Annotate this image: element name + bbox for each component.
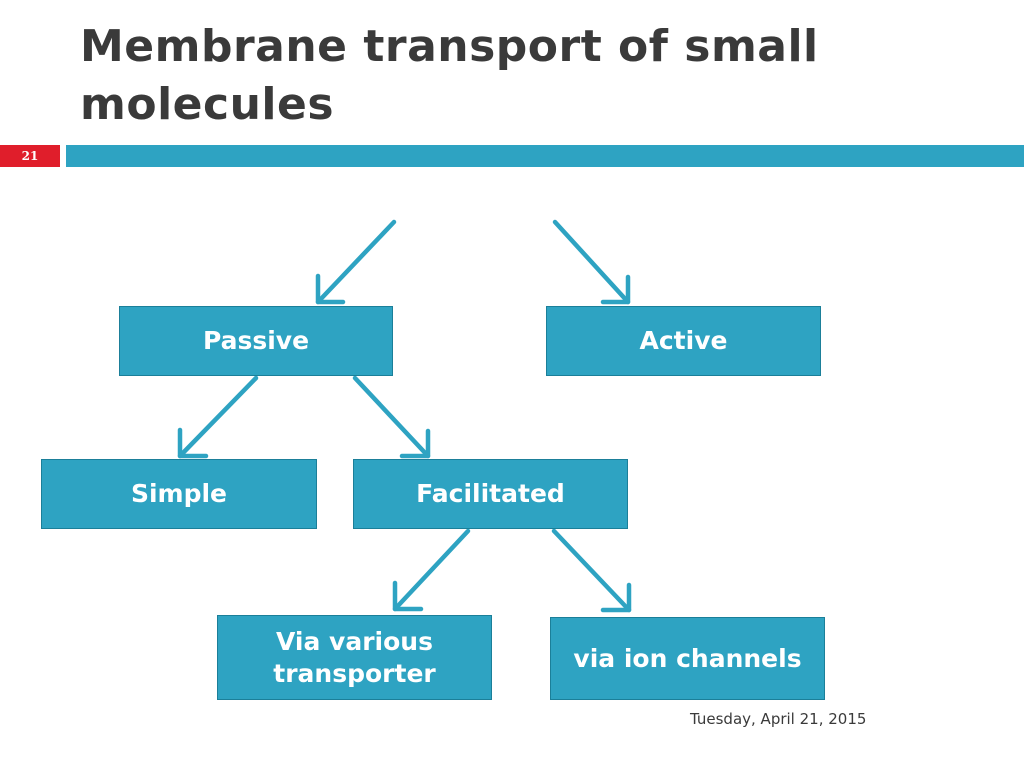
node-facilitated-label: Facilitated xyxy=(416,479,565,508)
node-ion-channels: via ion channels xyxy=(550,617,825,700)
arrow-to-passive xyxy=(315,219,397,305)
title-underline-bar xyxy=(66,145,1024,167)
node-passive: Passive xyxy=(119,306,393,376)
arrow-to-transporter xyxy=(392,528,471,612)
arrow-to-simple xyxy=(177,375,259,459)
node-simple: Simple xyxy=(41,459,317,529)
node-via-transporter-label: Via various transporter xyxy=(273,626,436,688)
node-active-label: Active xyxy=(639,326,728,355)
node-facilitated: Facilitated xyxy=(353,459,628,529)
slide-title: Membrane transport of small molecules xyxy=(80,21,819,130)
node-simple-label: Simple xyxy=(130,479,228,508)
slide-number-badge: 21 xyxy=(0,145,60,167)
node-ion-channels-label: via ion channels xyxy=(573,643,802,673)
node-passive-label: Passive xyxy=(202,326,310,355)
node-via-transporter: Via various transporter xyxy=(217,615,492,700)
slide-date: Tuesday, April 21, 2015 xyxy=(690,710,867,728)
arrow-to-ion-channels xyxy=(551,528,632,613)
node-active: Active xyxy=(546,306,821,376)
arrow-to-active xyxy=(552,219,631,305)
arrow-to-facilitated xyxy=(352,375,431,459)
